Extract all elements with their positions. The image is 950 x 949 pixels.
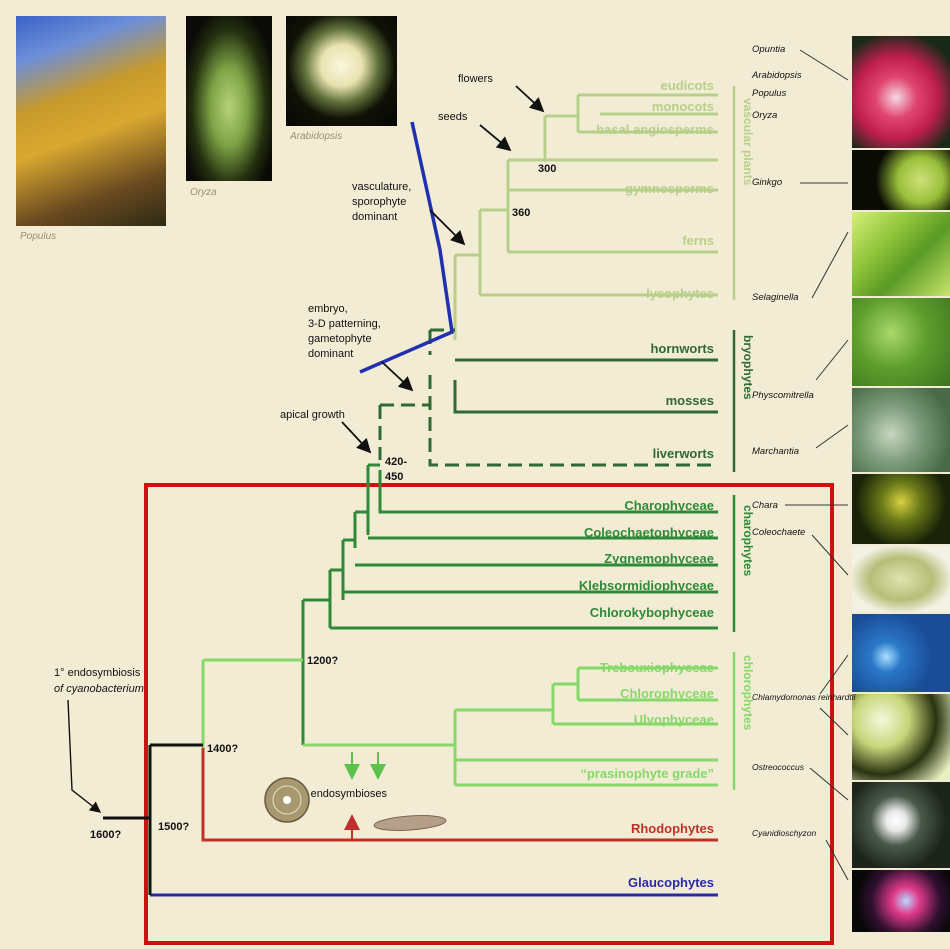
date-300: 300: [538, 163, 556, 175]
species-cyanidioschyzon: Cyanidioschyzon: [752, 828, 817, 838]
species-populus: Populus: [752, 88, 787, 99]
date-1500: 1500?: [158, 821, 189, 833]
species-opuntia: Opuntia: [752, 44, 785, 55]
event-embryo-4: dominant: [308, 348, 353, 360]
taxon-glaucophytes: Glaucophytes: [628, 875, 714, 890]
taxon-ulvophyceae: Ulvophyceae: [634, 712, 714, 727]
species-marchantia: Marchantia: [752, 446, 799, 457]
date-360: 360: [512, 207, 530, 219]
taxon-basal-angiosperms: basal angiosperms: [596, 122, 714, 137]
species-physcomitrella: Physcomitrella: [752, 390, 814, 401]
root-branch: [103, 745, 203, 895]
event-secondary-endosymbioses: 2° endosymbioses: [297, 788, 388, 800]
green-lineage-box: [146, 485, 832, 943]
taxon-liverworts: liverworts: [653, 446, 714, 461]
event-embryo-2: 3-D patterning,: [308, 318, 381, 330]
taxon-coleochaetophyceae: Coleochaetophyceae: [584, 525, 714, 540]
event-vasculature-1: vasculature,: [352, 181, 411, 193]
species-ginkgo: Ginkgo: [752, 177, 782, 188]
taxon-eudicots: eudicots: [661, 78, 714, 93]
taxon-gymnosperms: gymnosperms: [625, 181, 714, 196]
date-450: 450: [385, 471, 403, 483]
date-1600: 1600?: [90, 829, 121, 841]
species-ostreococcus: Ostreococcus: [752, 762, 805, 772]
taxon-zygnemophyceae: Zygnemophyceae: [604, 551, 714, 566]
taxon-chlorokybophyceae: Chlorokybophyceae: [590, 605, 714, 620]
species-arabidopsis: Arabidopsis: [751, 70, 802, 81]
date-420: 420-: [385, 456, 407, 468]
date-1200: 1200?: [307, 655, 338, 667]
event-flowers: flowers: [458, 73, 493, 85]
dinoflagellate-icon: [374, 814, 447, 833]
group-label-charophytes: charophytes: [741, 505, 755, 577]
taxon-klebsormidiophyceae: Klebsormidiophyceae: [579, 578, 714, 593]
taxon-hornworts: hornworts: [650, 341, 714, 356]
event-endosymbiosis-2: of cyanobacterium: [54, 683, 144, 695]
taxon-rhodophytes: Rhodophytes: [631, 821, 714, 836]
event-embryo-1: embryo,: [308, 303, 348, 315]
diatom-icon: [265, 778, 309, 822]
taxon-prasinophyte-grade: “prasinophyte grade”: [580, 766, 714, 781]
event-vasculature-2: sporophyte: [352, 196, 406, 208]
species-leader-lines: [785, 50, 848, 880]
taxon-trebouxiophyceae: Trebouxiophyceae: [600, 660, 714, 675]
event-seeds: seeds: [438, 111, 468, 123]
taxon-ferns: ferns: [682, 233, 714, 248]
taxon-lycophytes: lycophytes: [646, 286, 714, 301]
species-chara: Chara: [752, 500, 778, 511]
species-selaginella: Selaginella: [752, 292, 798, 303]
taxon-mosses: mosses: [666, 393, 714, 408]
species-oryza: Oryza: [752, 110, 777, 121]
event-embryo-3: gametophyte: [308, 333, 372, 345]
taxon-charophyceae: Charophyceae: [624, 498, 714, 513]
species-coleochaete: Coleochaete: [752, 527, 805, 538]
blue-divider-line: [360, 122, 452, 372]
date-1400: 1400?: [207, 743, 238, 755]
event-endosymbiosis-1: 1° endosymbiosis: [54, 667, 141, 679]
species-chlamydomonas: Chlamydomonas reinhardtii: [752, 692, 857, 702]
taxon-monocots: monocots: [652, 99, 714, 114]
event-apical-growth: apical growth: [280, 409, 345, 421]
taxon-chlorophyceae: Chlorophyceae: [620, 686, 714, 701]
event-vasculature-3: dominant: [352, 211, 397, 223]
